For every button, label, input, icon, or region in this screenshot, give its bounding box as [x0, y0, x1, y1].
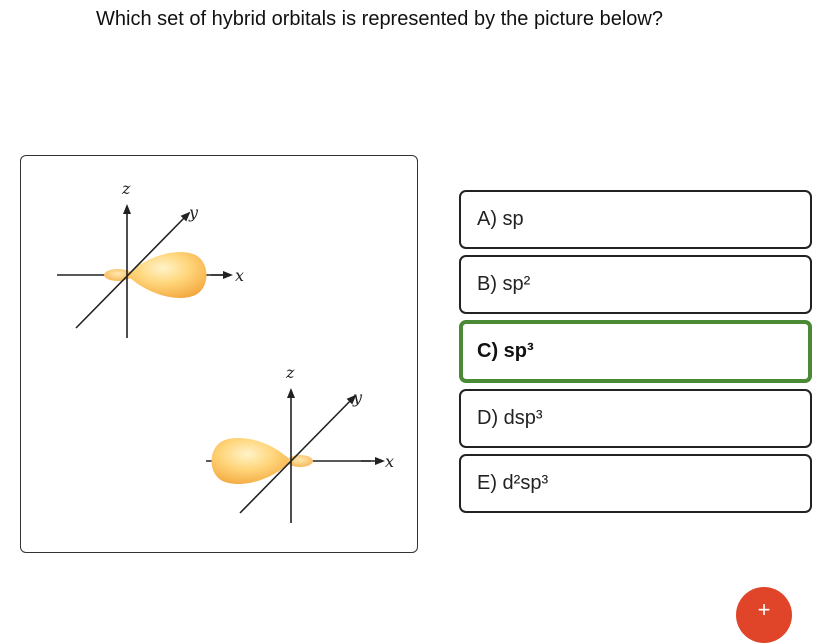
option-d-label: D) dsp³	[477, 407, 543, 429]
x-label-bottom: x	[385, 452, 394, 471]
x-label-top: x	[235, 266, 244, 285]
orbital-diagram: z y x z y x	[57, 179, 394, 523]
large-lobe-top	[127, 252, 207, 298]
z-label-bottom: z	[285, 363, 295, 382]
option-b[interactable]: B) sp²	[459, 255, 812, 314]
orbital-bottom: z y x	[206, 363, 394, 523]
add-button[interactable]: +	[736, 587, 792, 643]
option-c[interactable]: C) sp³	[459, 320, 812, 383]
large-lobe-bottom	[211, 438, 291, 484]
y-label-top: y	[188, 203, 199, 222]
y-axis-top	[75, 211, 191, 329]
orbital-top: z y x	[57, 179, 244, 338]
option-e[interactable]: E) d²sp³	[459, 454, 812, 513]
y-axis-bottom	[239, 394, 357, 514]
option-b-label: B) sp²	[477, 273, 531, 295]
option-a-label: A) sp	[477, 208, 524, 230]
option-e-label: E) d²sp³	[477, 472, 549, 494]
question-text: Which set of hybrid orbitals is represen…	[96, 8, 663, 30]
plus-icon: +	[757, 597, 771, 622]
option-c-label: C) sp³	[477, 340, 534, 362]
option-d[interactable]: D) dsp³	[459, 389, 812, 448]
orbital-figure: z y x z y x	[20, 155, 418, 553]
option-a[interactable]: A) sp	[459, 190, 812, 249]
z-label-top: z	[121, 179, 131, 198]
y-label-bottom: y	[352, 388, 363, 407]
